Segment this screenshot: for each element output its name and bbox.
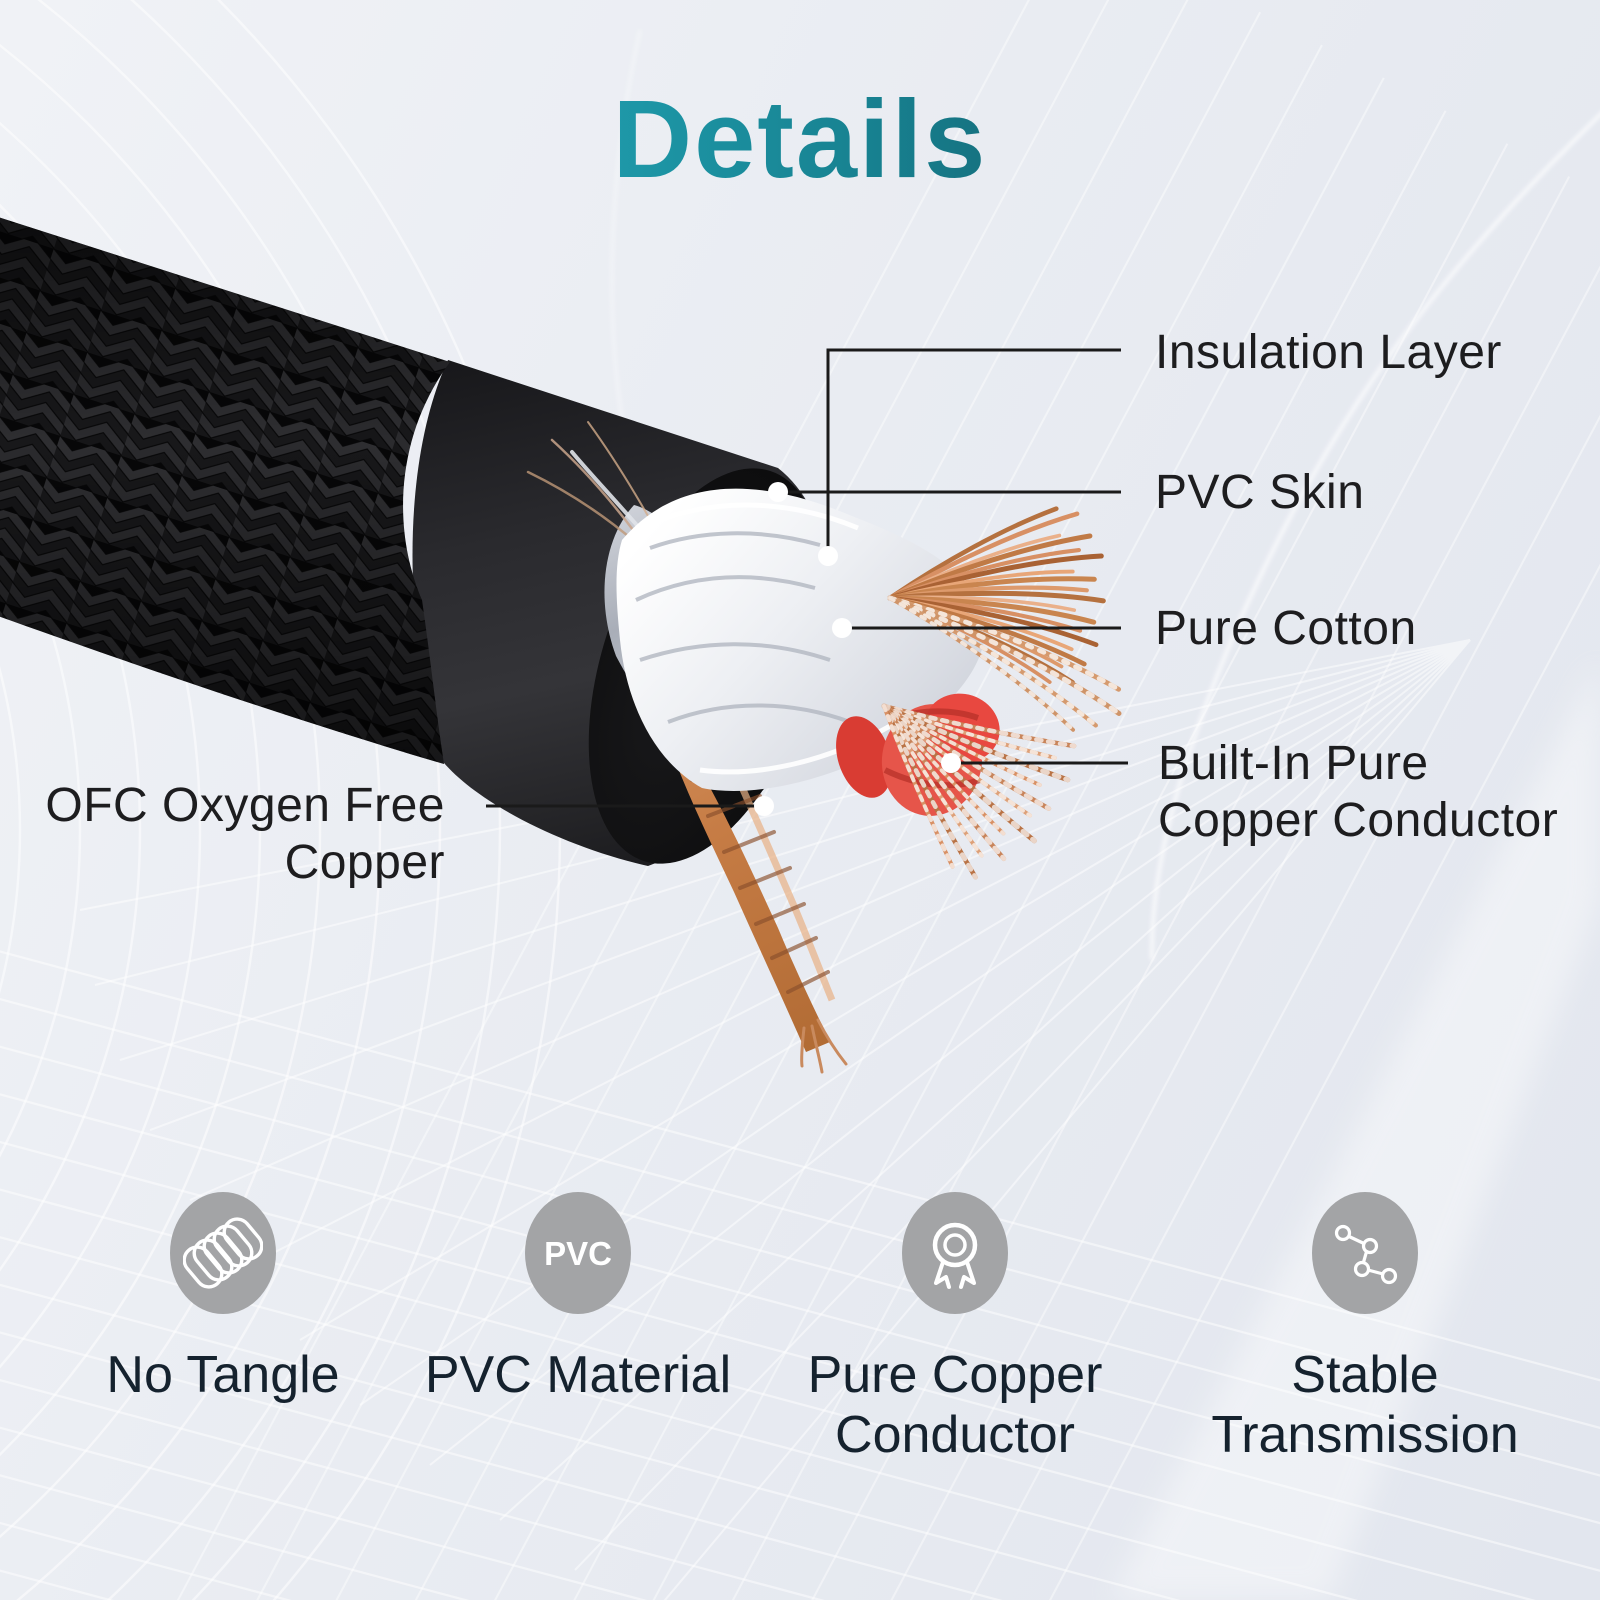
pvc-badge-text: PVC	[544, 1235, 612, 1272]
label-line: Copper Conductor	[1158, 794, 1559, 847]
label-line: Copper	[284, 836, 445, 889]
pvc-badge-icon: PVC	[525, 1192, 631, 1314]
feature-label-line: Conductor	[835, 1406, 1075, 1464]
label-builtin-copper-conductor: Built-In Pure Copper Conductor	[1158, 735, 1558, 849]
leader-lines	[486, 348, 1128, 808]
marker-dot-pure-cotton	[832, 618, 852, 638]
mesh-lines-shallow	[0, 889, 1600, 1600]
label-pure-cotton: Pure Cotton	[1155, 602, 1417, 655]
feature-label: Pure Copper Conductor	[775, 1345, 1135, 1465]
feature-no-tangle: No Tangle	[43, 1192, 403, 1405]
coil-icon	[170, 1192, 276, 1314]
medal-icon	[902, 1192, 1008, 1314]
feature-label: No Tangle	[106, 1346, 340, 1404]
feature-label-line: Pure Copper	[807, 1346, 1103, 1404]
marker-dot-insulation	[818, 546, 838, 566]
marker-dot-pvc-skin	[768, 482, 788, 502]
foil-streaks	[635, 531, 851, 724]
page-title: Details	[0, 76, 1600, 203]
feature-label-line: Stable	[1291, 1346, 1439, 1404]
network-icon	[1312, 1192, 1418, 1314]
label-pvc-skin: PVC Skin	[1155, 466, 1365, 519]
marker-dot-ofc	[754, 796, 774, 816]
label-line: Built-In Pure	[1158, 737, 1429, 790]
label-line: OFC Oxygen Free	[45, 779, 445, 832]
label-insulation-layer: Insulation Layer	[1155, 326, 1502, 379]
feature-label: PVC Material	[424, 1346, 732, 1404]
leader-line-insulation	[826, 348, 1121, 556]
feature-stable-transmission: Stable Transmission	[1185, 1192, 1545, 1465]
braided-cable	[0, 217, 450, 764]
label-ofc-copper: OFC Oxygen Free Copper	[45, 777, 445, 891]
cable-illustration	[0, 217, 1121, 1074]
marker-dot-conductor	[941, 753, 961, 773]
marker-dots	[754, 482, 961, 816]
feature-label: Stable Transmission	[1185, 1345, 1545, 1465]
radiating-lines	[79, 639, 1471, 1600]
feature-label-line: Transmission	[1211, 1406, 1519, 1464]
feature-pure-copper-conductor: Pure Copper Conductor	[775, 1192, 1135, 1465]
feature-pvc-material: PVC PVC Material	[398, 1192, 758, 1405]
